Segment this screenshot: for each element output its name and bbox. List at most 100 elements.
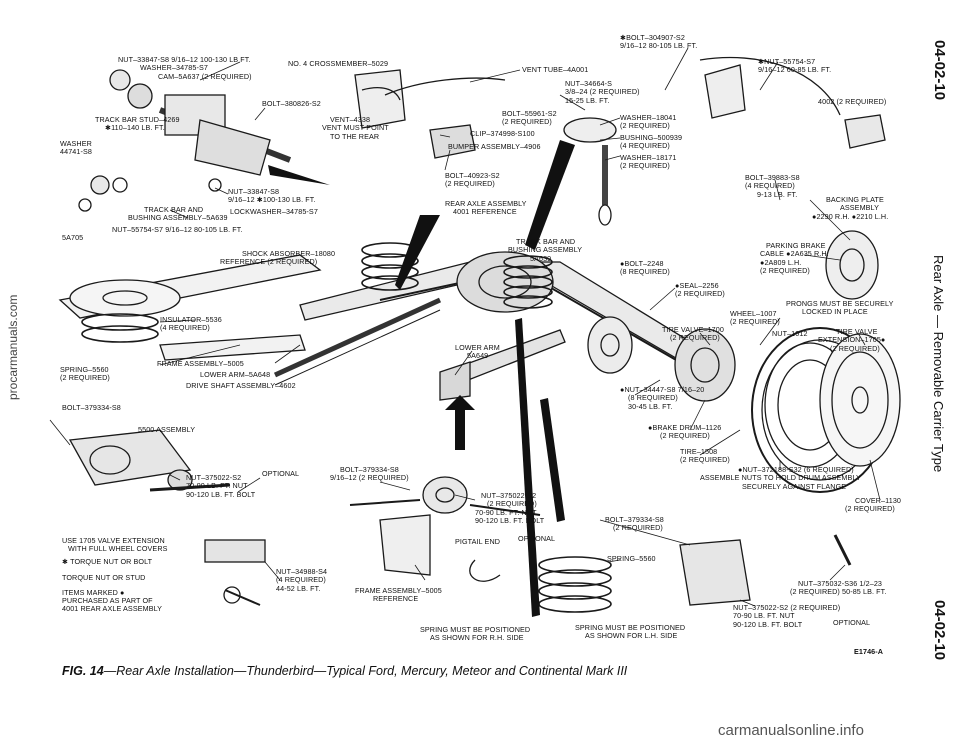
label-nut-33847-top: NUT–33847-S8 9/16–12 100-130 LB FT.WASHE… xyxy=(118,55,252,81)
label-bolt-2248: ●BOLT–2248(8 REQUIRED) xyxy=(620,259,670,277)
label-spring-5560-right: SPRING–5560 xyxy=(607,554,656,563)
label-washer-18171: WASHER–18171(2 REQUIRED) xyxy=(620,153,677,171)
spring-5560-right xyxy=(538,556,612,613)
arrow-lower-arm xyxy=(445,395,475,450)
lower-arm-bushing-center xyxy=(349,476,541,516)
arrow-spring-rh xyxy=(515,318,540,617)
label-part-4002: 4002 (2 REQUIRED) xyxy=(818,97,887,106)
label-bolt-380826: BOLT–380826-S2 xyxy=(262,99,321,108)
label-bolt-40923: BOLT–40923-S2(2 REQUIRED) xyxy=(445,171,500,189)
frame-rail-lower xyxy=(159,334,306,361)
drive-shaft xyxy=(273,297,442,378)
parking-brake-assembly xyxy=(825,230,879,300)
differential-carrier xyxy=(456,251,554,313)
bottom-watermark: carmanualsonline.info xyxy=(718,722,864,739)
label-brake-drum: ●BRAKE DRUM–1126(2 REQUIRED) xyxy=(648,423,722,441)
center-coil-spring xyxy=(503,255,553,309)
label-track-bar-stud: TRACK BAR STUD–4269✱110–140 LB. FT. xyxy=(95,115,180,133)
spring-5560-left xyxy=(81,313,159,343)
label-assembly-5500: 5500 ASSEMBLY xyxy=(138,425,196,434)
label-washer-18041: WASHER–18041(2 REQUIRED) xyxy=(620,113,677,131)
brake-drum-right xyxy=(674,328,736,402)
label-bumper: BUMPER ASSEMBLY–4906 xyxy=(448,142,541,151)
track-bar-assembly xyxy=(78,69,292,212)
shock-absorber-top xyxy=(563,117,617,226)
body-panel xyxy=(699,56,841,116)
label-bolt-39883: BOLT–39883-S8(4 REQUIRED)9-13 LB. FT. xyxy=(745,173,800,199)
label-bushing-500939: BUSHING–500939(4 REQUIRED) xyxy=(620,133,683,151)
caption-text: —Rear Axle Installation—Thunderbird—Typi… xyxy=(103,664,628,678)
label-nut-375022-center: NUT–375022-S2(2 REQUIRED)70-90 LB. FT. N… xyxy=(475,491,545,526)
figure-caption: FIG. 14—Rear Axle Installation—Thunderbi… xyxy=(62,664,627,678)
pointer-arrows xyxy=(268,140,575,617)
label-lockwasher: LOCKWASHER–34785-S7 xyxy=(230,207,318,216)
label-part-5a705: 5A705 xyxy=(62,233,84,242)
label-lower-arm-5a648: LOWER ARM–5A648 xyxy=(200,370,271,379)
wheel-cover xyxy=(819,333,901,467)
label-bolt-379334-left: BOLT–379334-S8 xyxy=(62,403,121,412)
label-nut-375032: NUT–375032-S36 1/2–23(2 REQUIRED) 50-85 … xyxy=(790,579,887,597)
label-vent-tube: VENT TUBE–4A001 xyxy=(522,65,589,74)
universal-joint xyxy=(204,539,266,606)
caption-fig-number: FIG. 14 xyxy=(62,664,104,678)
arrow-center-bottom xyxy=(540,398,565,522)
bumper-assembly xyxy=(429,124,476,159)
vent-tube xyxy=(384,77,506,96)
label-wheel: WHEEL–1007(2 REQUIRED) xyxy=(730,309,780,327)
backing-plate xyxy=(587,316,633,374)
label-bolt-55961: BOLT–55961-S2(2 REQUIRED) xyxy=(502,109,557,127)
label-drive-shaft: DRIVE SHAFT ASSEMBLY–4602 xyxy=(186,381,296,390)
spring-insulator-disc xyxy=(69,279,181,317)
label-insulator: INSULATOR–5536(4 REQUIRED) xyxy=(160,315,222,333)
arrow-shock xyxy=(268,165,330,185)
page-number-top: 04-02-10 xyxy=(931,40,948,101)
frame-reference-bottom xyxy=(379,514,431,576)
label-pigtail: PIGTAIL END xyxy=(455,537,501,546)
side-watermark: procarmanuals.com xyxy=(6,294,20,400)
label-nut-34447: ●NUT–34447-S8 7/16–20(8 REQUIRED)30-45 L… xyxy=(620,385,705,411)
label-nut-55754-left: NUT–55754-S7 9/16–12 80-105 LB. FT. xyxy=(112,225,243,234)
crossmember xyxy=(354,69,406,129)
label-spring-5560-left: SPRING–5560(2 REQUIRED) xyxy=(60,365,110,383)
label-nut-375022-right: NUT–375022-S2 (2 REQUIRED)70-90 LB. FT. … xyxy=(733,603,841,629)
label-crossmember: NO. 4 CROSSMEMBER–5029 xyxy=(288,59,389,68)
label-tire-valve: TIRE VALVE–1700(2 REQUIRED) xyxy=(662,325,724,343)
lower-bracket-right xyxy=(679,539,751,606)
label-tire: TIRE–1508(2 REQUIRED) xyxy=(680,447,730,465)
label-cover: COVER–1130(2 REQUIRED) xyxy=(845,496,902,514)
label-seal: ●SEAL–2256(2 REQUIRED) xyxy=(675,281,725,299)
figure-code: E1746-A xyxy=(854,647,884,656)
label-optional-center: OPTIONAL xyxy=(518,534,556,543)
label-bolt-379334-right: BOLT–379334-S8(2 REQUIRED) xyxy=(605,515,664,533)
arrow-right-top xyxy=(525,140,575,250)
left-coil-spring xyxy=(361,242,419,291)
pigtail-end xyxy=(469,559,501,582)
label-nut-372188: ●NUT–372188-S32 (6 REQUIRED)ASSEMBLE NUT… xyxy=(700,465,861,491)
rear-bracket-4002 xyxy=(844,114,886,149)
page-number-bottom: 04-02-10 xyxy=(931,600,948,661)
arrow-rear-axle xyxy=(395,215,440,290)
label-clip: CLIP–374998-S100 xyxy=(470,129,535,138)
label-nut-34988: NUT–34988-S4(4 REQUIRED)44-52 LB. FT. xyxy=(276,567,328,593)
